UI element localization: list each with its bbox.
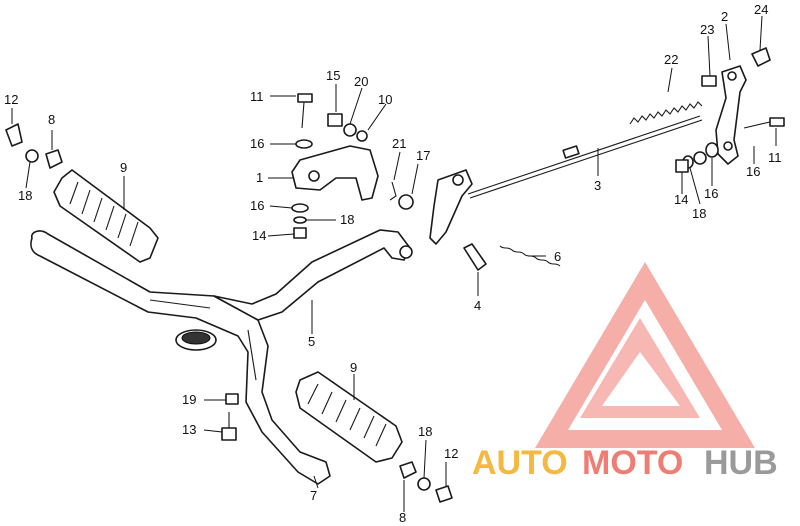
watermark-logo xyxy=(535,262,755,448)
footrest-rubber-left xyxy=(53,169,159,263)
label-18-right: 18 xyxy=(692,206,706,221)
footrest-rubber-right xyxy=(295,371,403,463)
footrest-bar xyxy=(30,229,413,485)
brake-rod xyxy=(467,115,703,199)
label-24: 24 xyxy=(754,2,768,17)
watermark-hub: HUB xyxy=(704,444,778,482)
label-16-a: 16 xyxy=(250,136,264,151)
label-13: 13 xyxy=(182,422,196,437)
watermark-auto: AUTO xyxy=(472,444,568,482)
label-11-top: 11 xyxy=(250,89,264,104)
label-14-right: 14 xyxy=(674,192,688,207)
label-18-left: 18 xyxy=(18,188,32,203)
brake-arm xyxy=(715,65,747,165)
label-20: 20 xyxy=(354,74,368,89)
label-18-mid: 18 xyxy=(340,212,354,227)
bracket xyxy=(291,145,379,201)
label-4: 4 xyxy=(474,298,481,313)
label-16-d: 16 xyxy=(746,164,760,179)
label-8-top: 8 xyxy=(48,112,55,127)
watermark-text: AUTO MOTO HUB xyxy=(472,444,778,482)
label-16-b: 16 xyxy=(250,198,264,213)
small-parts xyxy=(5,47,785,503)
label-19: 19 xyxy=(182,392,196,407)
watermark-moto: MOTO xyxy=(582,444,683,482)
label-1: 1 xyxy=(256,170,263,185)
leader-lines xyxy=(11,15,777,512)
brake-pedal xyxy=(398,169,473,245)
label-6: 6 xyxy=(554,249,561,264)
label-5: 5 xyxy=(308,334,315,349)
label-2: 2 xyxy=(721,9,728,24)
label-9-left: 9 xyxy=(120,160,127,175)
label-12-top: 12 xyxy=(4,92,18,107)
label-7: 7 xyxy=(310,488,317,503)
label-17: 17 xyxy=(416,148,430,163)
label-23: 23 xyxy=(700,22,714,37)
label-14-left: 14 xyxy=(252,228,266,243)
label-16-c: 16 xyxy=(704,186,718,201)
label-15: 15 xyxy=(326,68,340,83)
rod-spring xyxy=(629,101,703,125)
label-3: 3 xyxy=(594,178,601,193)
label-10: 10 xyxy=(378,92,392,107)
label-22: 22 xyxy=(664,52,678,67)
label-9-right: 9 xyxy=(350,360,357,375)
label-18-bottom: 18 xyxy=(418,424,432,439)
label-21: 21 xyxy=(392,136,406,151)
part-labels: 1 2 3 4 5 6 7 8 8 9 9 10 11 11 12 12 13 … xyxy=(4,2,782,525)
label-11-right: 11 xyxy=(768,150,782,165)
label-12-bottom: 12 xyxy=(444,446,458,461)
label-8-bottom: 8 xyxy=(399,510,406,525)
